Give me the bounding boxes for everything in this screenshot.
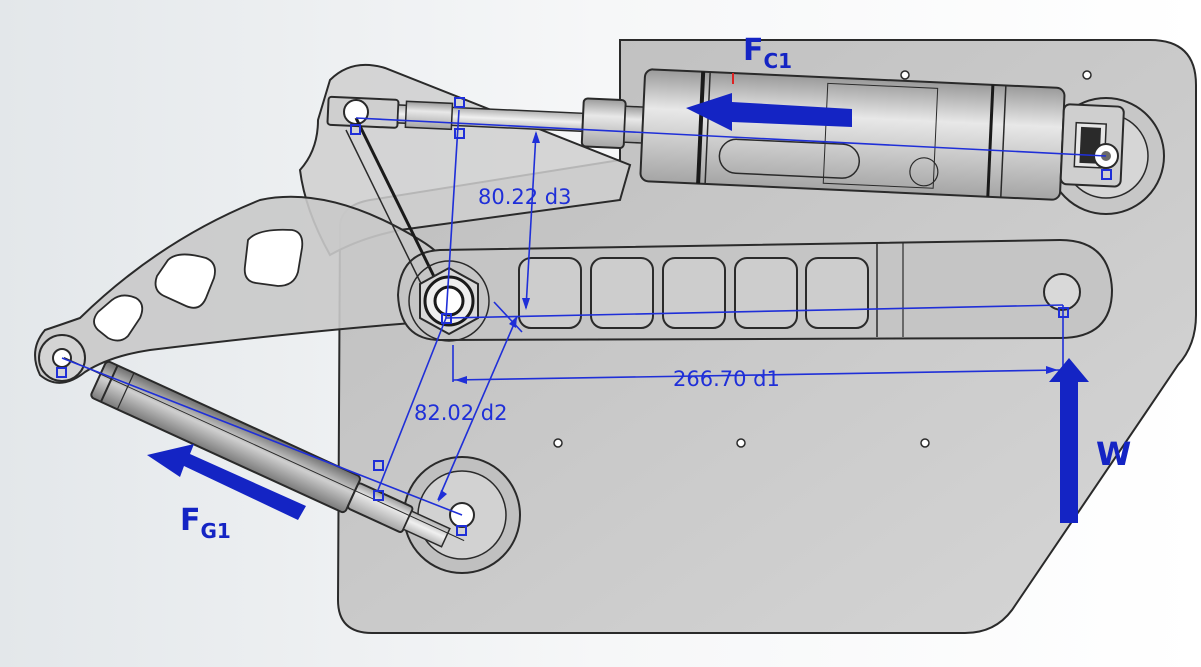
- dimension-d1-label: 266.70 d1: [673, 367, 780, 391]
- dimension-d3-label: 80.22 d3: [478, 185, 572, 209]
- force-arrow-fc1: [686, 93, 852, 131]
- force-label-fc1-sub: C1: [764, 49, 793, 73]
- crank-link: [354, 117, 450, 306]
- construction-lines: [61, 109, 1107, 516]
- force-label-fg1: FG1: [180, 503, 231, 543]
- lever-end-hole: [1043, 273, 1081, 311]
- force-arrow-fg1: [147, 444, 306, 520]
- lever-pockets: [518, 257, 869, 329]
- dimension-d2-label: 82.02 d2: [414, 401, 508, 425]
- bell-crank-cutouts: [93, 228, 304, 342]
- force-label-fg1-sub: G1: [201, 519, 231, 543]
- sketch-point-markers: [56, 97, 1112, 536]
- force-label-w: W: [1096, 435, 1131, 473]
- dimension-arrowheads: [438, 131, 1058, 502]
- lower-cylinder: [63, 356, 465, 548]
- force-label-fg1-main: F: [180, 503, 201, 538]
- crank-link-2: [345, 129, 431, 303]
- plate-holes: [553, 70, 1092, 448]
- force-label-fc1-main: F: [743, 33, 764, 68]
- central-pivot-pin: [433, 285, 465, 317]
- force-label-fc1: FC1: [743, 33, 792, 73]
- force-arrow-w: [1049, 358, 1089, 523]
- upper-cylinder: [326, 68, 1125, 201]
